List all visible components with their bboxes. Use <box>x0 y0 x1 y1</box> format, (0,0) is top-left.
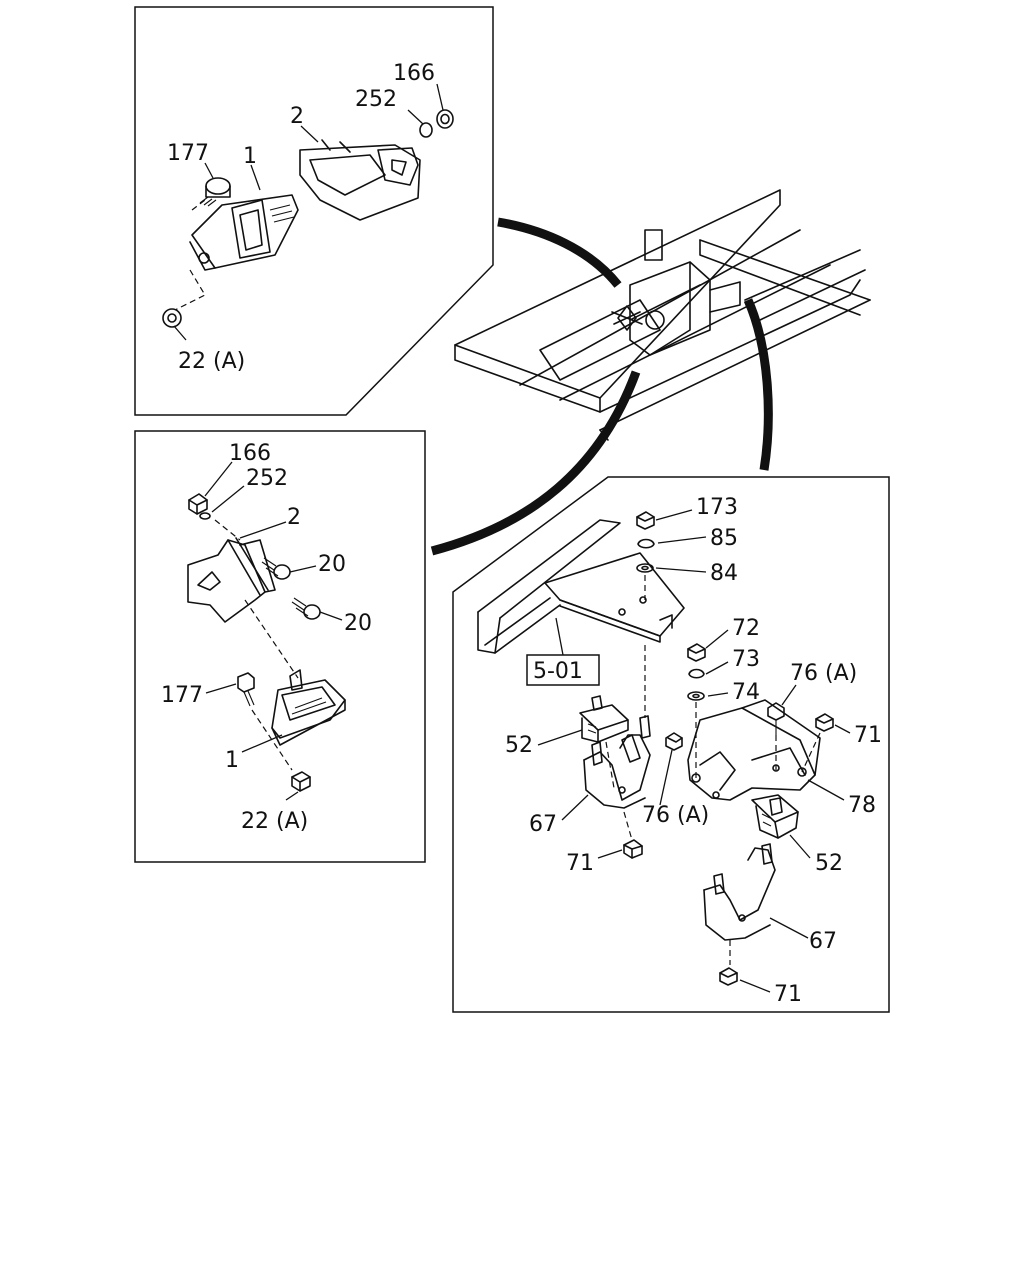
washer-74 <box>687 691 705 701</box>
bracket-2 <box>299 139 421 221</box>
insulator-52-right <box>751 794 799 839</box>
reference-box: 5-01 <box>526 617 600 686</box>
reference-box-label: 5-01 <box>533 659 583 684</box>
callout-1: 1 <box>243 144 257 169</box>
nut-71-mid <box>623 839 643 859</box>
callout-52-right: 52 <box>815 851 843 876</box>
nut-166 <box>188 493 208 515</box>
callout-52-left: 52 <box>505 733 533 758</box>
arc-right <box>743 298 773 471</box>
panel-top-left: 166 252 2 177 1 22 (A) <box>134 6 494 416</box>
washer-252 <box>199 512 211 520</box>
bracket-2 <box>187 537 276 623</box>
panel-mid-left: 166 252 2 20 20 177 1 22 (A) <box>134 430 426 863</box>
callout-78: 78 <box>848 793 876 818</box>
callout-20-upper: 20 <box>318 552 346 577</box>
mount-1 <box>271 669 346 746</box>
nut-166 <box>436 109 454 129</box>
bracket-67-left <box>583 715 651 809</box>
nut-72 <box>687 643 706 662</box>
callout-71-bottom: 71 <box>774 982 802 1007</box>
nut-71-bottom <box>719 967 738 986</box>
callout-166: 166 <box>393 61 435 86</box>
callout-166: 166 <box>229 441 271 466</box>
callout-177: 177 <box>161 683 203 708</box>
bolt-76a-mid <box>665 732 683 751</box>
callout-252: 252 <box>355 87 397 112</box>
callout-2: 2 <box>290 104 304 129</box>
callout-71-top: 71 <box>854 723 882 748</box>
callout-2: 2 <box>287 505 301 530</box>
crossmember-78 <box>687 699 821 801</box>
washer-252 <box>419 122 433 138</box>
panel-right: 5-01 <box>452 476 890 1013</box>
callout-173: 173 <box>696 495 738 520</box>
callout-74: 74 <box>732 680 760 705</box>
callout-71-mid: 71 <box>566 851 594 876</box>
nut-71-top <box>815 713 834 732</box>
washer-84 <box>636 563 654 573</box>
callout-177: 177 <box>167 141 209 166</box>
lock-washer-85 <box>637 538 655 549</box>
callout-67-left: 67 <box>529 812 557 837</box>
callout-76a-mid: 76 (A) <box>642 803 709 828</box>
callout-22a: 22 (A) <box>178 349 245 374</box>
callout-20-lower: 20 <box>344 611 372 636</box>
callout-85: 85 <box>710 526 738 551</box>
bracket-67-right <box>703 843 776 941</box>
nut-173 <box>636 511 655 530</box>
arc-mid-left <box>430 370 641 556</box>
chassis-frame <box>454 189 871 441</box>
callout-252: 252 <box>246 466 288 491</box>
mount-1 <box>189 194 299 271</box>
callout-67-right: 67 <box>809 929 837 954</box>
bolt-177 <box>237 672 255 707</box>
callout-22a: 22 (A) <box>241 809 308 834</box>
callout-1: 1 <box>225 748 239 773</box>
nut-22a <box>162 308 182 328</box>
callout-72: 72 <box>732 616 760 641</box>
callout-84: 84 <box>710 561 738 586</box>
callout-76a-top: 76 (A) <box>790 661 857 686</box>
arc-top-left <box>497 217 622 288</box>
frame-rail <box>477 519 685 654</box>
connector-arcs <box>430 217 773 556</box>
nut-22a <box>291 771 311 792</box>
lock-washer-73 <box>688 668 705 679</box>
bolt-177 <box>199 177 231 207</box>
callout-73: 73 <box>732 647 760 672</box>
